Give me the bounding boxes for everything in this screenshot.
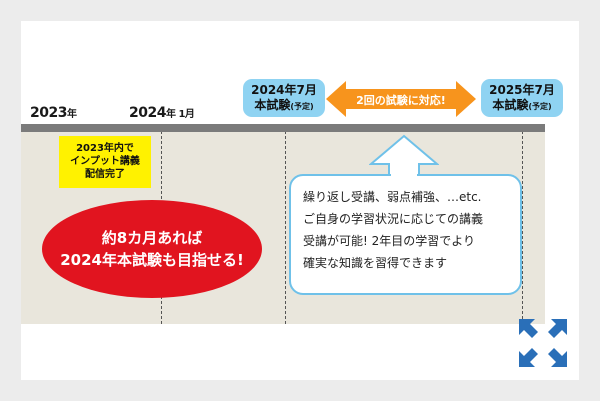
year-2024-jan-label: 2024年 1月 [129,105,195,121]
info-callout: 繰り返し受講、弱点補強、…etc. ご自身の学習状況に応じての講義 受講が可能!… [289,174,522,295]
goal-ellipse: 約8カ月あれば 2024年本試験も目指せる! [42,200,262,298]
divider-2024-jul [285,131,286,324]
year-2023-label: 2023年 [30,105,77,121]
exam-2025-bubble: 2025年7月 本試験(予定) [481,79,563,117]
callout-line-4: 確実な知識を習得できます [303,256,448,270]
exam-2024-bubble: 2024年7月 本試験(予定) [243,79,325,117]
double-arrow-icon [326,81,476,117]
timeline-bar [21,124,545,132]
callout-line-1: 繰り返し受講、弱点補強、…etc. [303,190,482,204]
arrow-label: 2回の試験に対応! [356,94,446,107]
diagram-card: 2023年 2024年 1月 2024年7月 本試験(予定) 2025年7月 本… [21,21,579,380]
input-lecture-box: 2023年内で インプット講義 配信完了 [59,136,151,188]
divider-2025-jul [522,131,523,324]
callout-line-3: 受講が可能! 2年目の学習でより [303,234,476,248]
expand-arrows-icon[interactable] [517,317,569,369]
callout-line-2: ご自身の学習状況に応じての講義 [303,212,484,226]
arrow-joint [391,173,417,177]
up-arrow-icon [369,134,439,182]
